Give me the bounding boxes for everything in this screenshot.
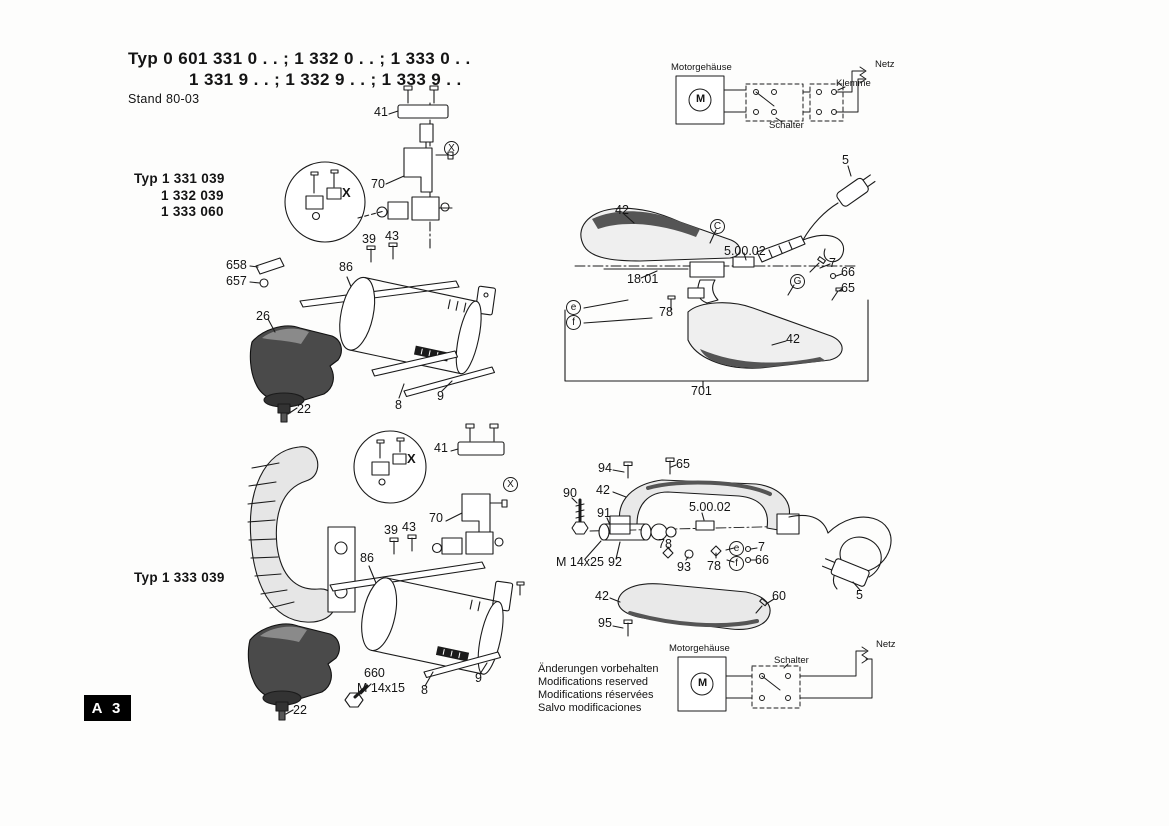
callout-bl-41: 41 [434,441,448,455]
callout-tl-70: 70 [371,177,385,191]
wiring-top-motor-label: Motorgehäuse [671,62,732,73]
wiring-top-motor-symbol: M [696,93,706,105]
assembly-bottom-right [571,457,892,637]
detail-x-ref-bl: X [503,477,518,492]
sheet-corner-label: A 3 [84,695,131,721]
callout-br-95: 95 [598,616,612,630]
callout-br-65: 65 [676,457,690,471]
callout-bl-39: 39 [384,523,398,537]
ref-e-circle-br: e [729,541,744,556]
ref-g-circle: G [790,274,805,289]
callout-bl-86: 86 [360,551,374,565]
note-en: Modifications reserved [538,676,649,688]
group-label-top-3: 1 333 060 [161,204,224,219]
callout-bl-22: 22 [293,703,307,717]
callout-tl-8: 8 [395,398,402,412]
wiring-bottom-motor-label: Motorgehäuse [669,643,730,654]
callout-br-78-b: 78 [707,559,721,573]
callout-bl-8: 8 [421,683,428,697]
callout-tl-43: 43 [385,229,399,243]
callout-br-42-upper: 42 [596,483,610,497]
callout-tr-42-lower: 42 [786,332,800,346]
wiring-top-netz-label: Netz [875,59,895,70]
callout-tr-5: 5 [842,153,849,167]
callout-tr-78: 78 [659,305,673,319]
callout-br-7: 7 [758,540,765,554]
callout-br-92: 92 [608,555,622,569]
callout-tl-26: 26 [256,309,270,323]
callout-bl-70: 70 [429,511,443,525]
callout-br-90: 90 [563,486,577,500]
callout-br-91: 91 [597,506,611,520]
callout-tr-66: 66 [841,265,855,279]
callout-br-5: 5 [856,588,863,602]
callout-tl-9: 9 [437,389,444,403]
callout-bl-9: 9 [475,671,482,685]
wiring-top-schalter-label: Schalter [769,120,804,131]
callout-br-42-lower: 42 [595,589,609,603]
title-typ-line1: Typ 0 601 331 0 . . ; 1 332 0 . . ; 1 33… [128,49,471,68]
sheet-corner-text: A 3 [91,699,124,717]
assembly-top-left [249,85,497,423]
assembly-bottom-left [247,423,525,721]
ref-f-circle-br: f [729,556,744,571]
callout-br-60: 60 [772,589,786,603]
note-es: Salvo modificaciones [538,702,642,714]
callout-tl-39: 39 [362,232,376,246]
group-label-bottom: Typ 1 333 039 [134,570,225,585]
wiring-bottom-netz-label: Netz [876,639,896,650]
callout-tr-7: 7 [829,256,836,270]
ref-e-circle-tr: e [566,300,581,315]
assembly-top-right [564,165,876,389]
wiring-bottom-schalter-label: Schalter [774,655,809,666]
wiring-diagram-bottom [677,646,873,712]
callout-tl-41: 41 [374,105,388,119]
callout-tl-86: 86 [339,260,353,274]
callout-tr-701: 701 [691,384,712,398]
detail-x-ref-tl: X [444,141,459,156]
detail-x-label-bl: X [407,451,416,466]
callout-br-50002: 5.00.02 [689,500,731,514]
callout-bl-660: 660 [364,666,385,680]
callout-tr-50002: 5.00.02 [724,244,766,258]
callout-br-m14x25: M 14x25 [556,555,604,569]
callout-tl-22: 22 [297,402,311,416]
wiring-bottom-motor-symbol: M [698,677,708,689]
note-fr: Modifications réservées [538,689,654,701]
note-de: Änderungen vorbehalten [538,663,659,675]
callout-tr-65: 65 [841,281,855,295]
callout-br-78-a: 78 [658,537,672,551]
callout-tl-657: 657 [226,274,247,288]
callout-br-94: 94 [598,461,612,475]
ref-c-circle: C [710,219,725,234]
group-label-top-1: Typ 1 331 039 [134,171,225,186]
ref-f-circle-tr: f [566,315,581,330]
title-typ-line2: 1 331 9 . . ; 1 332 9 . . ; 1 333 9 . . [189,70,462,89]
group-label-top-2: 1 332 039 [161,188,224,203]
revision-stand: Stand 80-03 [128,92,200,106]
detail-x-label-tl: X [342,185,351,200]
wiring-top-klemme-label: Klemme [836,78,871,89]
wiring-diagram-top [675,66,867,125]
callout-tl-658: 658 [226,258,247,272]
callout-bl-m14x15: M 14x15 [357,681,405,695]
callout-tr-1801: 18.01 [627,272,659,286]
callout-br-66: 66 [755,553,769,567]
callout-bl-43: 43 [402,520,416,534]
callout-tr-42-upper: 42 [615,203,629,217]
callout-br-93: 93 [677,560,691,574]
